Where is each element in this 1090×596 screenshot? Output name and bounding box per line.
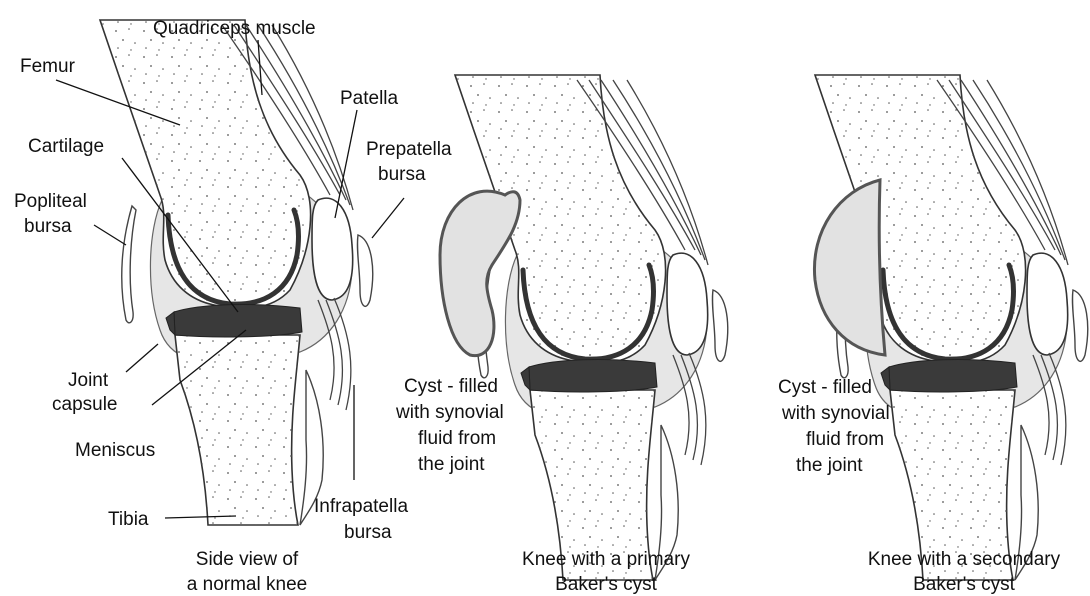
label-infrapatella-line2: bursa — [344, 522, 392, 543]
caption-normal-line1: Side view of — [196, 549, 299, 570]
label-quadriceps-muscle: Quadriceps muscle — [153, 18, 316, 39]
caption-primary-line2: Baker's cyst — [555, 574, 658, 595]
label-primary-cyst-line1: Cyst - filled — [404, 376, 498, 397]
label-femur: Femur — [20, 56, 76, 77]
label-prepatella-line1: Prepatella — [366, 139, 452, 160]
label-secondary-cyst-line4: the joint — [796, 455, 863, 476]
label-secondary-cyst-line2: with synovial — [781, 403, 890, 424]
label-primary-cyst-line2: with synovial — [395, 402, 504, 423]
label-popliteal-line2: bursa — [24, 216, 72, 237]
label-primary-cyst-line3: fluid from — [418, 428, 496, 449]
secondary-cyst — [814, 180, 885, 355]
label-prepatella-line2: bursa — [378, 164, 426, 185]
caption-primary-line1: Knee with a primary — [522, 549, 690, 570]
label-tibia: Tibia — [108, 509, 149, 530]
label-secondary-cyst-line3: fluid from — [806, 429, 884, 450]
label-meniscus: Meniscus — [75, 440, 155, 461]
caption-normal-line2: a normal knee — [187, 574, 307, 595]
secondary-cyst-knee-illustration — [814, 75, 1087, 580]
caption-secondary-line2: Baker's cyst — [913, 574, 1016, 595]
label-infrapatella-line1: Infrapatella — [314, 496, 408, 517]
caption-secondary-line1: Knee with a secondary — [868, 549, 1061, 570]
label-cartilage: Cartilage — [28, 136, 104, 157]
label-patella: Patella — [340, 88, 399, 109]
label-secondary-cyst-line1: Cyst - filled — [778, 377, 872, 398]
label-popliteal-line1: Popliteal — [14, 191, 87, 212]
label-joint-line1: Joint — [68, 370, 109, 391]
primary-cyst-knee-illustration — [440, 75, 728, 580]
label-primary-cyst-line4: the joint — [418, 454, 485, 475]
label-joint-line2: capsule — [52, 394, 118, 415]
